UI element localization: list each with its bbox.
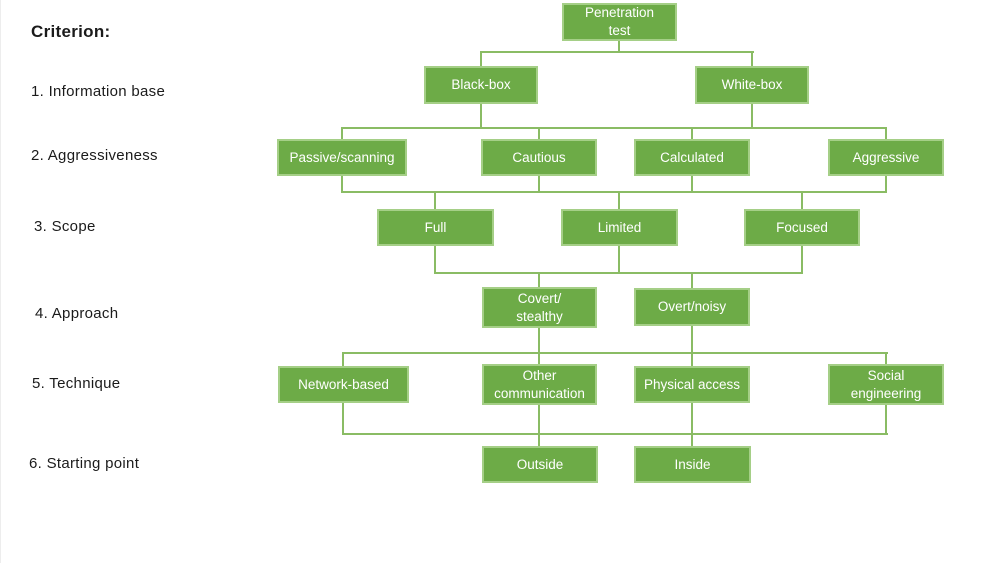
node-outside: Outside [482, 446, 598, 483]
edge-other-communication-down [538, 405, 540, 434]
node-calculated: Calculated [634, 139, 750, 176]
edge-limited-down [618, 246, 620, 274]
edge-to-passive [341, 128, 343, 139]
node-cautious: Cautious [481, 139, 597, 176]
edge-to-inside [691, 434, 693, 446]
node-inside: Inside [634, 446, 751, 483]
bus-line-level3 [341, 191, 887, 193]
edge-to-white-box [751, 52, 753, 66]
criterion-label-approach: 4. Approach [35, 305, 119, 322]
node-aggressive: Aggressive [828, 139, 944, 176]
edge-focused-down [801, 246, 803, 274]
edge-cautious-down [538, 176, 540, 192]
node-network-based: Network-based [278, 366, 409, 403]
bus-line-level1 [480, 51, 754, 53]
edge-root-down [618, 41, 620, 52]
edge-to-physical-access [691, 353, 693, 366]
edge-social-engineering-down [885, 405, 887, 434]
criterion-label-starting-point: 6. Starting point [29, 455, 140, 472]
bus-line-level6 [342, 433, 888, 435]
bus-line-level5 [342, 352, 888, 354]
edge-network-based-down [342, 403, 344, 434]
node-physical-access: Physical access [634, 366, 750, 403]
criteria-title: Criterion: [31, 22, 111, 41]
edge-to-social-engineering [885, 353, 887, 364]
edge-overt-down [691, 326, 693, 353]
edge-to-black-box [480, 52, 482, 66]
criterion-label-technique: 5. Technique [32, 375, 121, 392]
node-social-engineering: Social engineering [828, 364, 944, 405]
edge-black-box-down [480, 104, 482, 128]
bus-line-level4 [434, 272, 803, 274]
node-other-communication: Other communication [482, 364, 597, 405]
edge-to-other-communication [538, 353, 540, 364]
criterion-label-information-base: 1. Information base [31, 83, 166, 100]
edge-to-calculated [691, 128, 693, 139]
edge-white-box-down [751, 104, 753, 128]
edge-calculated-down [691, 176, 693, 192]
edge-covert-down [538, 328, 540, 353]
criterion-label-aggressiveness: 2. Aggressiveness [31, 147, 158, 164]
node-passive-scanning: Passive/scanning [277, 139, 407, 176]
edge-to-network-based [342, 353, 344, 366]
node-penetration-test: Penetration test [562, 3, 677, 41]
edge-to-cautious [538, 128, 540, 139]
edge-to-covert [538, 273, 540, 288]
node-limited: Limited [561, 209, 678, 246]
node-full: Full [377, 209, 494, 246]
bus-line-level2 [341, 127, 887, 129]
edge-to-focused [801, 192, 803, 209]
node-white-box: White-box [695, 66, 809, 104]
edge-to-full [434, 192, 436, 209]
edge-passive-down [341, 176, 343, 192]
node-focused: Focused [744, 209, 860, 246]
edge-physical-access-down [691, 403, 693, 434]
edge-to-outside [538, 434, 540, 446]
edge-to-limited [618, 192, 620, 209]
node-overt-noisy: Overt/noisy [634, 288, 750, 326]
edge-to-overt [691, 273, 693, 289]
node-black-box: Black-box [424, 66, 538, 104]
edge-to-aggressive [885, 128, 887, 139]
edge-full-down [434, 246, 436, 274]
edge-aggressive-down [885, 176, 887, 192]
criterion-label-scope: 3. Scope [34, 218, 96, 235]
node-covert-stealthy: Covert/ stealthy [482, 287, 597, 328]
